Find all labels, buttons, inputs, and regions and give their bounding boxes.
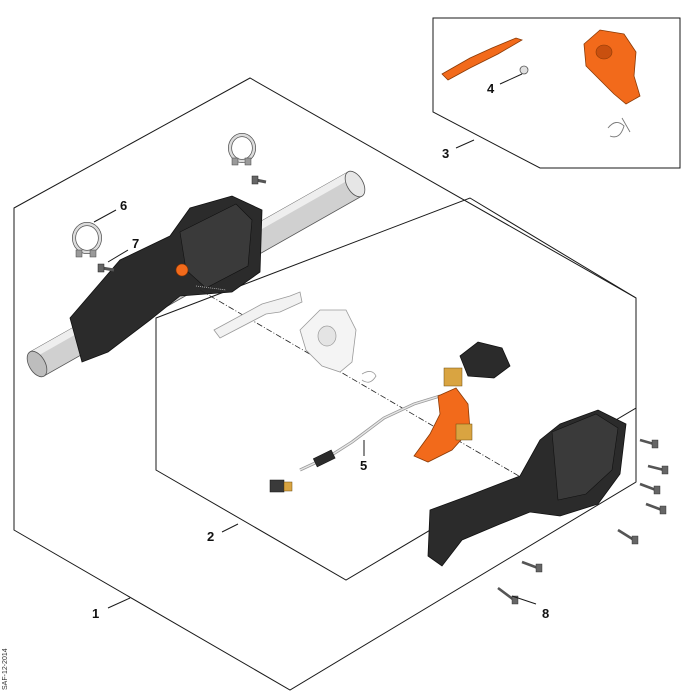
screw-7 [97, 263, 115, 273]
hose-clamp-upper [228, 133, 256, 166]
handle-housing [69, 195, 263, 363]
lever-housing-ghost [299, 309, 377, 383]
screw-upper [251, 175, 267, 185]
trigger-lever-ghost [213, 291, 303, 339]
rear-handle-shell [427, 409, 627, 567]
callout-3: 3 [442, 146, 449, 161]
screw-set-8 [497, 438, 669, 605]
callout-6: 6 [120, 198, 127, 213]
drawing-stamp: SAF-12-2014 [2, 640, 16, 696]
leader-6 [93, 209, 117, 223]
leader-8 [511, 595, 537, 605]
hose-clamp-6 [72, 222, 102, 258]
callout-1: 1 [92, 606, 99, 621]
leader-7 [107, 249, 129, 263]
assembly-frame-2 [155, 197, 637, 581]
leader-3 [455, 139, 475, 149]
inset-frame-3 [432, 17, 681, 169]
callout-5: 5 [360, 458, 367, 473]
inset-spring-4 [519, 65, 529, 75]
callout-4: 4 [487, 81, 495, 96]
inset-lever-part [441, 37, 523, 81]
throttle-trigger [413, 367, 473, 463]
leader-2 [221, 523, 239, 533]
leader-4 [499, 73, 523, 85]
wiring-harness-5 [269, 394, 441, 493]
stop-switch-cap [459, 341, 511, 379]
assembly-frame-1 [13, 77, 637, 691]
callout-7: 7 [132, 236, 139, 251]
assembly-axis [199, 289, 561, 501]
callout-2: 2 [207, 529, 214, 544]
callout-8: 8 [542, 606, 549, 621]
leader-1 [107, 597, 131, 609]
inset-switch-housing [583, 29, 641, 138]
drawing-stamp-text: SAF-12-2014 [2, 648, 9, 690]
